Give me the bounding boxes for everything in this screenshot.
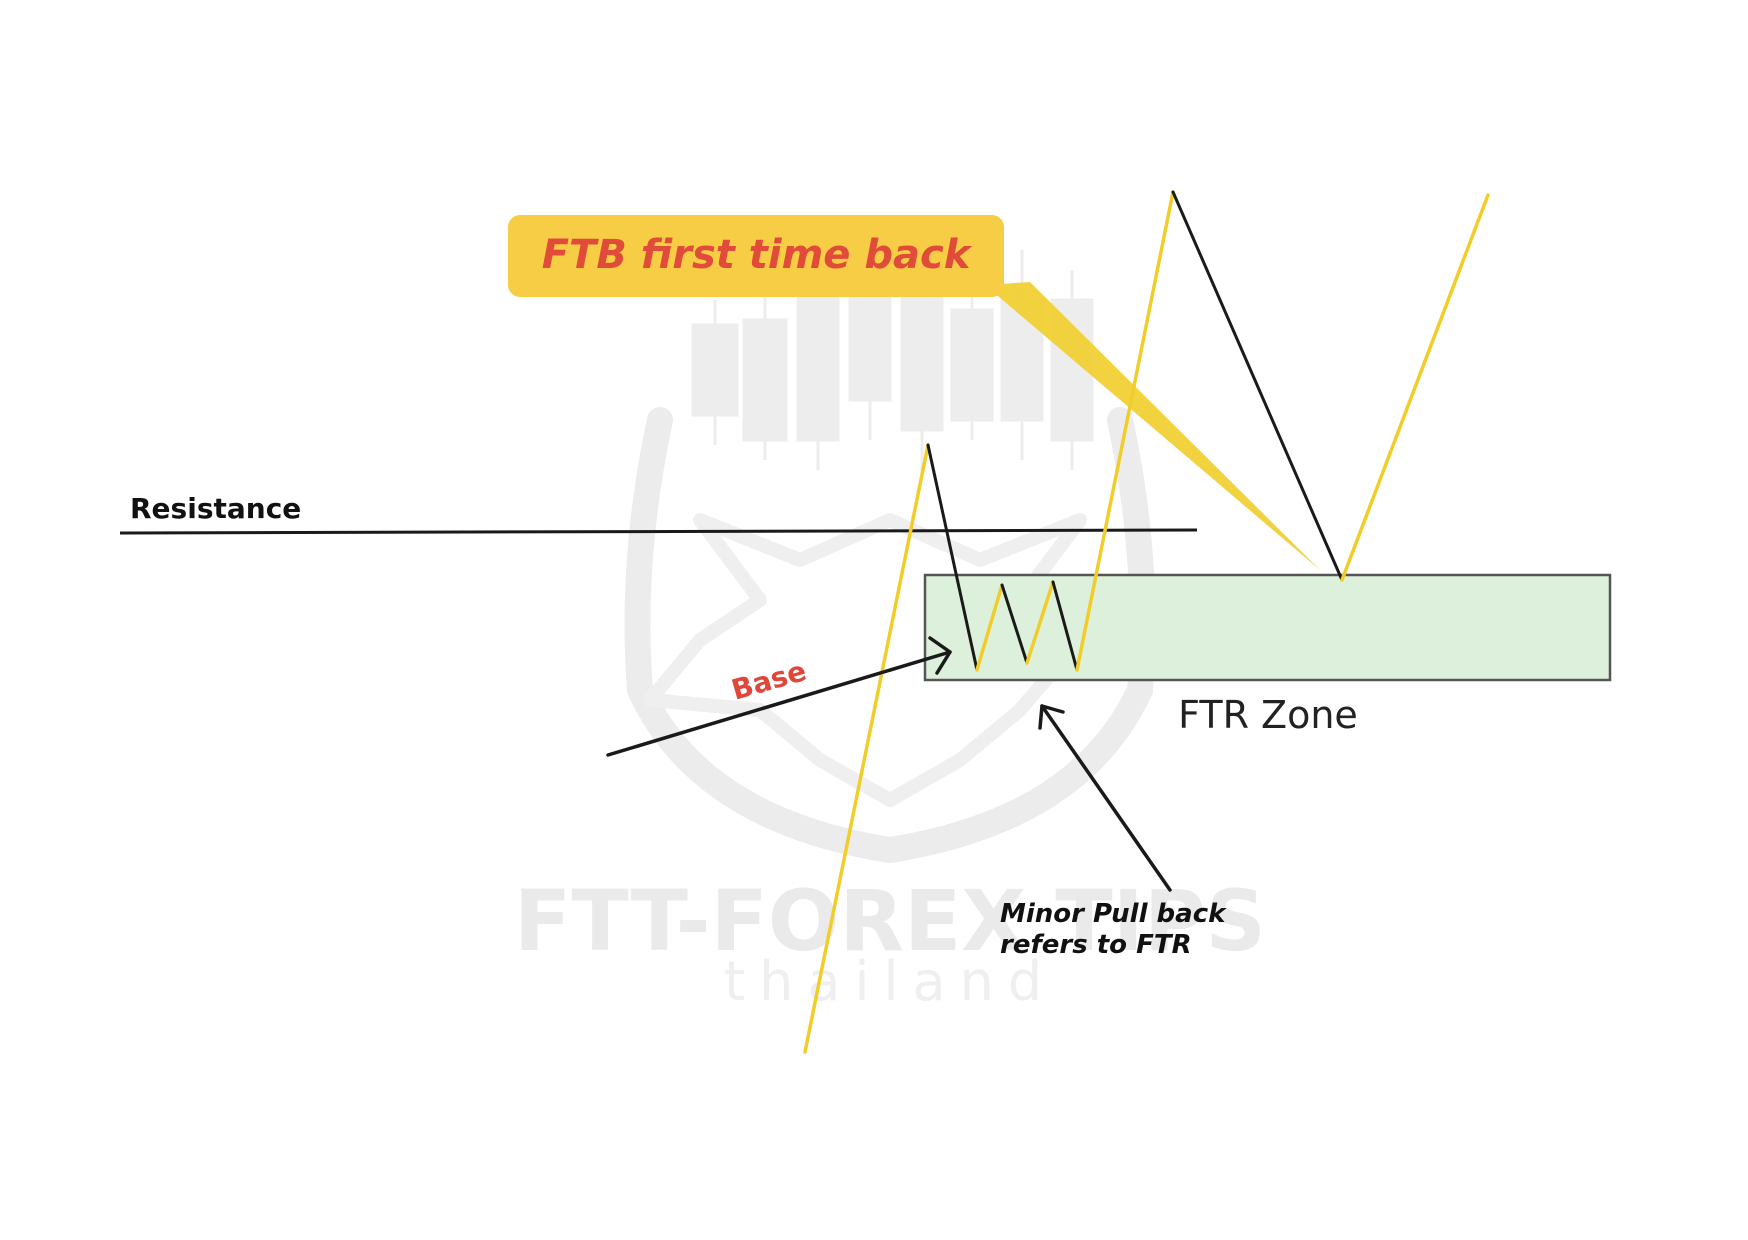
base-up-2: [1025, 580, 1055, 665]
watermark-wolf-icon: [643, 513, 1087, 807]
pullback-arrow: [1038, 704, 1172, 892]
watermark: FTT-FOREX TIPS thailand: [514, 240, 1266, 1013]
impulse-up-leg: [803, 443, 930, 1054]
pullback-label-line2: refers to FTR: [1000, 930, 1192, 960]
watermark-candles: [691, 240, 1094, 470]
watermark-brand: FTT-FOREX TIPS: [514, 872, 1266, 970]
base-up-1: [975, 583, 1004, 672]
base-down-2: [1051, 580, 1079, 672]
price-path: [803, 190, 1490, 1054]
callout-text: FTB first time back: [542, 232, 973, 278]
ftr-zone-label: FTR Zone: [1178, 693, 1358, 737]
pullback-arrowhead: [1038, 704, 1065, 730]
watermark-sub: thailand: [724, 950, 1056, 1013]
resistance-label: Resistance: [130, 492, 301, 525]
drop-into-base-leg: [926, 443, 979, 672]
breakout-up-leg: [1075, 190, 1175, 672]
base-arrowhead: [928, 636, 952, 675]
callout-box: [508, 215, 1004, 297]
ftb-callout: FTB first time back: [508, 215, 1320, 570]
base-down-1: [1000, 583, 1029, 665]
resistance-line: [119, 528, 1198, 535]
base-arrow: [606, 636, 952, 757]
ftb-drop-leg: [1171, 190, 1344, 582]
callout-pointer: [985, 282, 1320, 570]
final-up-leg: [1340, 193, 1490, 582]
pullback-label-line1: Minor Pull back: [1000, 899, 1227, 929]
